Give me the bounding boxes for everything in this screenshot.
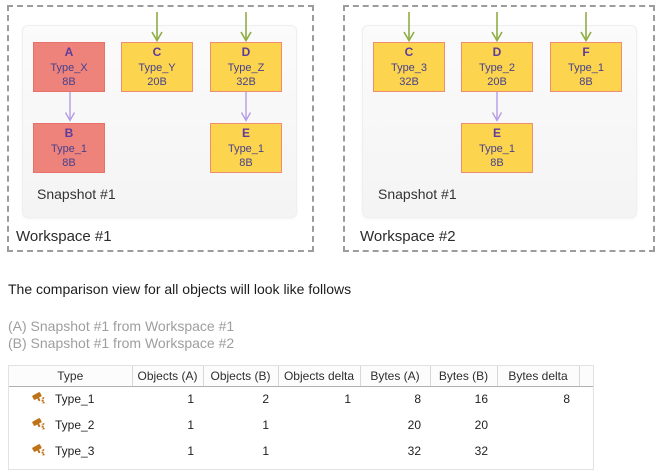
workspace-1-label: Workspace #1 xyxy=(16,228,112,245)
node-type: Type_1 xyxy=(227,142,265,155)
node-type: Type_1 xyxy=(478,142,516,155)
table-row[interactable]: Type_3 1 1 32 32 xyxy=(9,438,593,464)
bytes-b-cell: 16 xyxy=(474,392,488,407)
col-header-filler xyxy=(579,366,593,387)
node-size: 8B xyxy=(239,156,253,169)
objects-delta-cell: 1 xyxy=(344,392,351,407)
object-node-F: F Type_1 8B xyxy=(550,42,622,92)
node-letter: D xyxy=(492,44,502,59)
table-row[interactable]: Type_1 1 2 1 8 16 8 xyxy=(9,386,593,412)
comparison-intro-text: The comparison view for all objects will… xyxy=(8,281,352,297)
type-cell: Type_2 xyxy=(9,412,132,438)
objects-a-cell: 1 xyxy=(187,418,194,432)
node-type: Type_2 xyxy=(478,61,516,74)
type-icon xyxy=(32,443,47,460)
col-header-objects-a: Objects (A) xyxy=(132,366,204,387)
node-size: 8B xyxy=(490,156,504,169)
object-node-D: D Type_Z 32B xyxy=(210,42,282,92)
objects-b-cell: 2 xyxy=(262,392,269,407)
snapshot-a-note: (A) Snapshot #1 from Workspace #1 xyxy=(8,318,235,334)
workspace-2-label: Workspace #2 xyxy=(360,228,456,245)
node-letter: E xyxy=(241,125,250,140)
incoming-arrow-icon xyxy=(578,11,594,43)
node-size: 20B xyxy=(147,75,167,88)
col-header-type: Type xyxy=(9,366,133,387)
type-name: Type_2 xyxy=(55,418,95,432)
object-node-A: A Type_X 8B xyxy=(33,42,105,92)
objects-b-cell: 1 xyxy=(262,418,269,432)
col-header-bytes-delta: Bytes delta xyxy=(497,366,580,387)
type-name: Type_1 xyxy=(55,392,95,407)
filler-cell xyxy=(579,386,593,412)
bytes-a-cell: 8 xyxy=(414,392,421,407)
incoming-arrow-icon xyxy=(489,11,505,43)
type-icon xyxy=(32,417,47,434)
objects-a-cell: 1 xyxy=(187,392,194,407)
type-cell: Type_3 xyxy=(9,438,132,464)
object-node-E: E Type_1 8B xyxy=(210,123,282,173)
filler-cell xyxy=(579,412,593,438)
node-size: 32B xyxy=(399,75,419,88)
object-node-B: B Type_1 8B xyxy=(33,123,105,173)
node-size: 20B xyxy=(487,75,507,88)
col-header-bytes-b: Bytes (B) xyxy=(430,366,498,387)
object-node-C: C Type_Y 20B xyxy=(121,42,193,92)
reference-arrow-icon xyxy=(489,91,505,123)
node-letter: B xyxy=(64,125,74,140)
bytes-b-cell: 20 xyxy=(474,418,488,432)
node-type: Type_Y xyxy=(138,61,176,74)
col-header-objects-b: Objects (B) xyxy=(203,366,279,387)
table-row[interactable]: Type_2 1 1 20 20 xyxy=(9,412,593,438)
node-type: Type_1 xyxy=(567,61,605,74)
reference-arrow-icon xyxy=(62,91,78,123)
workspace-2-frame: Snapshot #1 C Type_3 32B D Type_2 20B xyxy=(343,5,655,252)
workspace-2-snapshot-label: Snapshot #1 xyxy=(378,186,457,202)
workspace-1-snapshot-label: Snapshot #1 xyxy=(37,186,116,202)
objects-delta-cell xyxy=(278,412,360,438)
col-header-objects-delta: Objects delta xyxy=(278,366,361,387)
bytes-delta-cell: 8 xyxy=(563,392,570,407)
bytes-b-cell: 32 xyxy=(474,444,488,458)
node-size: 8B xyxy=(62,75,76,88)
node-letter: C xyxy=(404,44,414,59)
incoming-arrow-icon xyxy=(149,11,165,43)
bytes-a-cell: 32 xyxy=(407,444,421,458)
bytes-delta-cell xyxy=(497,412,579,438)
node-size: 32B xyxy=(236,75,256,88)
node-size: 8B xyxy=(62,156,76,169)
objects-delta-cell xyxy=(278,438,360,464)
node-type: Type_X xyxy=(50,61,88,74)
node-size: 8B xyxy=(579,75,593,88)
node-type: Type_Z xyxy=(227,61,265,74)
objects-a-cell: 1 xyxy=(187,444,194,458)
node-type: Type_1 xyxy=(50,142,88,155)
node-letter: D xyxy=(241,44,251,59)
reference-arrow-icon xyxy=(238,91,254,123)
node-type: Type_3 xyxy=(390,61,428,74)
objects-b-cell: 1 xyxy=(262,444,269,458)
snapshot-b-note: (B) Snapshot #1 from Workspace #2 xyxy=(8,335,235,351)
bytes-delta-cell xyxy=(497,438,579,464)
workspace-1-frame: Snapshot #1 A Type_X 8B C Type_Y 20B xyxy=(7,5,314,252)
bytes-a-cell: 20 xyxy=(407,418,421,432)
object-node-E: E Type_1 8B xyxy=(461,123,533,173)
incoming-arrow-icon xyxy=(401,11,417,43)
table-header-row: Type Objects (A) Objects (B) Objects del… xyxy=(9,366,593,387)
object-node-C: C Type_3 32B xyxy=(373,42,445,92)
node-letter: A xyxy=(64,44,74,59)
filler-cell xyxy=(579,438,593,464)
incoming-arrow-icon xyxy=(238,11,254,43)
type-cell: Type_1 xyxy=(9,386,132,412)
node-letter: C xyxy=(152,44,162,59)
type-icon xyxy=(32,391,47,408)
node-letter: E xyxy=(492,125,501,140)
node-letter: F xyxy=(582,44,590,59)
object-node-D: D Type_2 20B xyxy=(461,42,533,92)
col-header-bytes-a: Bytes (A) xyxy=(360,366,431,387)
comparison-table: Type Objects (A) Objects (B) Objects del… xyxy=(8,365,594,470)
type-name: Type_3 xyxy=(55,444,95,458)
